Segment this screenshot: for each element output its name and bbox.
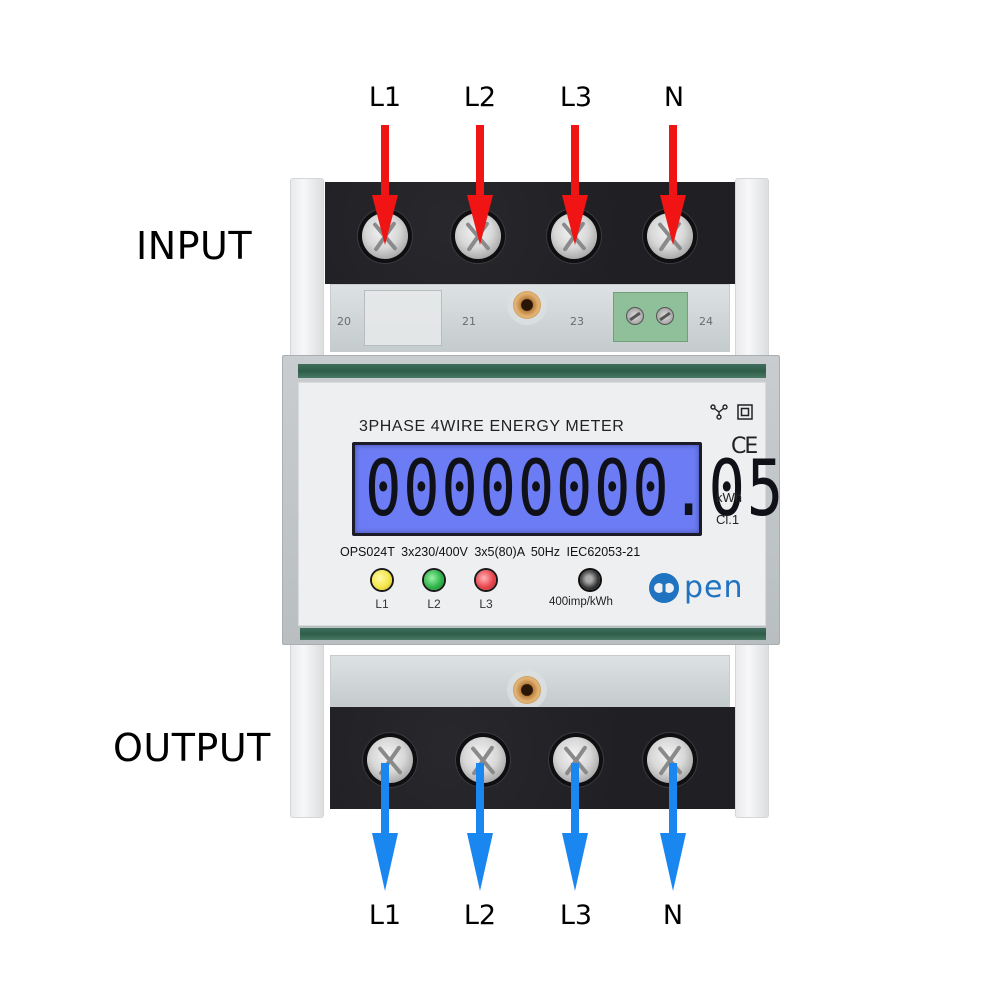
output-arrow-l3 bbox=[562, 763, 588, 891]
input-terminal-label-l1: L1 bbox=[368, 82, 402, 113]
input-label: INPUT bbox=[136, 224, 253, 268]
terminal-number-21: 21 bbox=[462, 315, 476, 328]
output-terminal-label-l1: L1 bbox=[368, 900, 402, 931]
input-terminal-label-l2: L2 bbox=[463, 82, 497, 113]
brand-logo: pen bbox=[648, 572, 744, 604]
output-terminal-label-n: N bbox=[662, 900, 684, 931]
brand-logo-icon bbox=[649, 573, 679, 603]
upper-left-latch bbox=[364, 290, 442, 346]
output-arrow-l2 bbox=[467, 763, 493, 891]
accuracy-class: Cl.1 bbox=[716, 512, 740, 527]
input-terminal-label-n: N bbox=[663, 82, 685, 113]
terminal-number-24: 24 bbox=[699, 315, 713, 328]
upper-seal-screw bbox=[513, 291, 541, 319]
spec-line: OPS024T 3x230/400V 3x5(80)A 50Hz IEC6205… bbox=[340, 545, 641, 559]
input-terminal-label-l3: L3 bbox=[559, 82, 593, 113]
pcb-strip-top bbox=[298, 364, 766, 378]
output-screw-l1[interactable] bbox=[367, 737, 413, 783]
double-insulation-icon bbox=[737, 404, 753, 420]
led-label-l2: L2 bbox=[427, 597, 441, 611]
pulse-connector-screw-2[interactable] bbox=[656, 307, 674, 325]
output-arrow-n bbox=[660, 763, 686, 891]
output-terminal-label-l3: L3 bbox=[559, 900, 593, 931]
output-arrow-l1 bbox=[372, 763, 398, 891]
input-arrow-l1 bbox=[372, 125, 398, 245]
three-phase-star-icon bbox=[710, 404, 728, 420]
meter-title: 3PHASE 4WIRE ENERGY METER bbox=[359, 418, 625, 435]
led-l1 bbox=[372, 570, 392, 590]
energy-reading: 00000000.05 bbox=[365, 443, 785, 535]
terminal-number-20: 20 bbox=[337, 315, 351, 328]
input-arrow-n bbox=[660, 125, 686, 245]
unit-kwh: kWh bbox=[716, 490, 742, 505]
ce-mark: CE bbox=[731, 434, 758, 459]
pulse-rate-label: 400imp/kWh bbox=[549, 596, 613, 608]
pulse-led bbox=[580, 570, 600, 590]
led-label-l1: L1 bbox=[375, 597, 389, 611]
input-arrow-l2 bbox=[467, 125, 493, 245]
led-label-l3: L3 bbox=[479, 597, 493, 611]
input-arrow-l3 bbox=[562, 125, 588, 245]
pcb-strip-bottom bbox=[300, 628, 766, 640]
led-l2 bbox=[424, 570, 444, 590]
led-l3 bbox=[476, 570, 496, 590]
pulse-output-connector bbox=[613, 292, 688, 342]
lower-seal-screw bbox=[513, 676, 541, 704]
brand-name: pen bbox=[684, 570, 744, 605]
pulse-connector-screw-1[interactable] bbox=[626, 307, 644, 325]
output-terminal-label-l2: L2 bbox=[463, 900, 497, 931]
terminal-number-23: 23 bbox=[570, 315, 584, 328]
output-label: OUTPUT bbox=[113, 726, 271, 770]
lcd-display: 00000000.05 bbox=[352, 442, 785, 536]
